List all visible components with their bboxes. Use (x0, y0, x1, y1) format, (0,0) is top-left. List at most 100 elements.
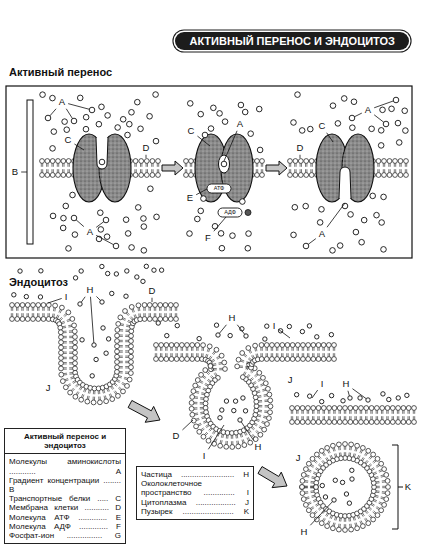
callout-letter: H (342, 379, 351, 389)
lipid-tail (282, 347, 283, 351)
lipid-tail (406, 163, 407, 167)
lipid-tail (109, 394, 110, 397)
lipid-head (327, 406, 332, 411)
particle (124, 294, 128, 298)
amino-acid-molecule (148, 186, 154, 192)
lipid-tail (250, 350, 252, 353)
particle (156, 321, 160, 325)
lipid-tail (375, 478, 378, 479)
lipid-tail (64, 163, 65, 167)
lipid-tail (381, 476, 384, 477)
lipid-tail (28, 307, 29, 311)
lipid-tail (102, 390, 104, 393)
callout-letter: K (404, 482, 412, 492)
lipid-head (290, 343, 295, 348)
transport-protein (316, 134, 374, 202)
amino-acid-molecule (60, 225, 66, 231)
lipid-tail (194, 396, 198, 398)
lipid-tail (340, 452, 342, 456)
lipid-tail (119, 356, 123, 357)
lipid-tail (67, 163, 68, 167)
lipid-tail (401, 163, 402, 167)
lipid-tail (172, 347, 173, 351)
lipid-head (179, 343, 184, 348)
lipid-tail (125, 366, 129, 367)
lipid-head (61, 159, 66, 164)
lipid-head (230, 445, 235, 450)
lipid-head (316, 343, 321, 348)
lipid-tail (46, 169, 47, 173)
leader-line (208, 425, 224, 449)
lipid-head (375, 456, 380, 461)
lipid-head (336, 527, 341, 532)
lipid-head (10, 303, 15, 308)
lipid-tail (263, 390, 266, 391)
lipid-tail (361, 416, 362, 420)
lipid-head (147, 303, 152, 308)
lipid-tail (263, 417, 266, 419)
lipid-tail (167, 353, 168, 357)
lipid-tail (382, 416, 383, 420)
lipid-tail (308, 469, 311, 470)
lipid-tail (203, 389, 206, 390)
lipid-tail (227, 435, 228, 439)
lipid-tail (355, 448, 356, 451)
lipid-tail (240, 434, 241, 437)
callout-letter: D (148, 286, 157, 296)
particle (104, 351, 108, 355)
lipid-tail (384, 169, 385, 173)
lipid-head (258, 432, 263, 437)
lipid-head (316, 420, 321, 425)
lipid-head (316, 357, 321, 362)
amino-acid-molecule (62, 119, 68, 125)
lipid-head (168, 317, 173, 322)
lipid-tail (310, 486, 314, 487)
lipid-head (268, 410, 273, 415)
lipid-tail (282, 353, 283, 357)
lipid-head (264, 343, 269, 348)
lipid-tail (314, 353, 315, 357)
lipid-tail (253, 434, 255, 437)
lipid-tail (141, 163, 142, 167)
lipid-head (163, 317, 168, 322)
lipid-tail (206, 426, 209, 428)
lipid-tail (134, 169, 135, 173)
amino-acid-molecule (123, 217, 129, 223)
lipid-tail (381, 498, 384, 499)
lipid-head (242, 443, 247, 448)
lipid-tail (257, 163, 258, 167)
lipid-tail (235, 435, 237, 439)
lipid-tail (125, 361, 129, 362)
amino-acid-molecule (317, 220, 323, 226)
lipid-tail (260, 353, 261, 357)
lipid-tail (316, 504, 319, 506)
lipid-head (301, 343, 306, 348)
lipid-head (25, 317, 30, 322)
lipid-head (295, 420, 300, 425)
lipid-head (309, 173, 314, 178)
lipid-tail (170, 347, 171, 351)
lipid-tail (303, 353, 304, 357)
particle (218, 416, 222, 420)
lipid-head (115, 369, 120, 374)
lipid-tail (93, 397, 94, 401)
callout-letter: A (58, 97, 66, 107)
amino-acid-molecule (141, 248, 147, 254)
lipid-tail (312, 410, 313, 414)
lipid-tail (65, 379, 68, 380)
lipid-tail (241, 360, 244, 361)
lipid-tail (63, 346, 67, 347)
adp-molecule (218, 208, 242, 217)
lipid-tail (413, 410, 414, 414)
lipid-tail (69, 163, 70, 167)
lipid-head (116, 393, 121, 398)
amino-acid-molecule (240, 199, 246, 205)
lipid-head (288, 159, 293, 164)
lipid-tail (324, 416, 325, 420)
lipid-tail (194, 409, 198, 410)
lipid-head (255, 159, 260, 164)
lipid-tail (291, 416, 292, 420)
lipid-tail (244, 432, 246, 435)
process-arrow (128, 400, 160, 422)
leader-line (327, 203, 345, 227)
